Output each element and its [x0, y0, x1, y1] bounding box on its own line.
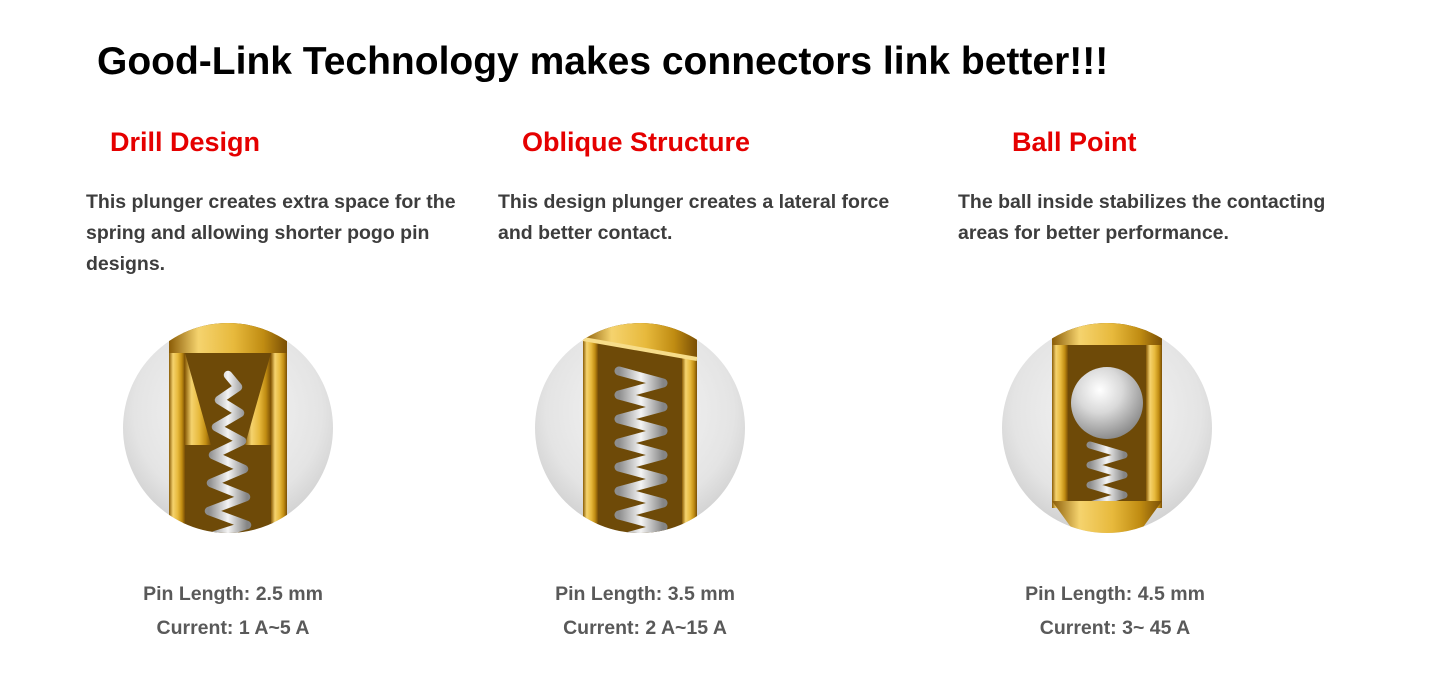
feature-description: The ball inside stabilizes the contactin… — [958, 191, 1326, 244]
pin-length-label: Pin Length: 2.5 mm — [143, 583, 323, 605]
current-label: Current: 1 A~5 A — [156, 617, 310, 639]
feature-column-oblique-structure: Oblique Structure This design plunger cr… — [490, 115, 890, 688]
oblique-structure-pogo-pin-diagram — [535, 323, 745, 533]
feature-specs: Pin Length: 2.5 mm Current: 1 A~5 A — [78, 577, 388, 645]
feature-heading: Ball Point — [1012, 127, 1137, 157]
drill-design-cutaway-image — [123, 323, 333, 533]
pin-length-label: Pin Length: 3.5 mm — [555, 583, 735, 605]
ball-point-pogo-pin-diagram — [1002, 323, 1212, 533]
pin-length-label: Pin Length: 4.5 mm — [1025, 583, 1205, 605]
feature-specs: Pin Length: 3.5 mm Current: 2 A~15 A — [490, 577, 800, 645]
feature-specs: Pin Length: 4.5 mm Current: 3~ 45 A — [960, 577, 1270, 645]
feature-column-drill-design: Drill Design This plunger creates extra … — [78, 115, 478, 688]
feature-description: This plunger creates extra space for the… — [86, 191, 456, 275]
drill-design-pogo-pin-diagram — [123, 323, 333, 533]
current-label: Current: 2 A~15 A — [563, 617, 727, 639]
current-label: Current: 3~ 45 A — [1039, 617, 1191, 639]
ball-point-cutaway-image — [1002, 323, 1212, 533]
page-title: Good-Link Technology makes connectors li… — [97, 40, 1109, 83]
feature-heading: Drill Design — [110, 127, 261, 157]
oblique-structure-cutaway-image — [535, 323, 745, 533]
feature-heading: Oblique Structure — [522, 127, 751, 157]
feature-column-ball-point: Ball Point The ball inside stabilizes th… — [950, 115, 1350, 688]
feature-description: This design plunger creates a lateral fo… — [498, 191, 890, 244]
